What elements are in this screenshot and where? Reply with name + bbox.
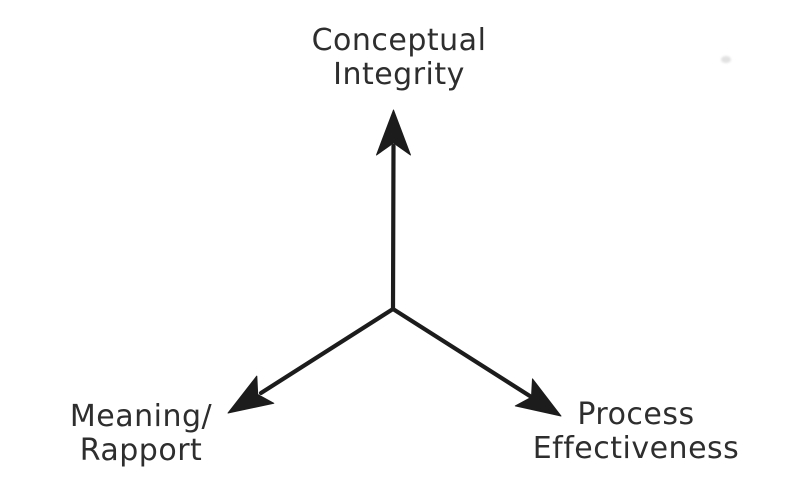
label-conceptual-integrity: Conceptual Integrity bbox=[312, 24, 487, 92]
axis-arrow-down-right-head bbox=[514, 378, 562, 417]
axis-arrow-up bbox=[376, 109, 411, 312]
axis-arrow-down-left bbox=[227, 306, 396, 414]
label-process-effectiveness: Process Effectiveness bbox=[533, 398, 740, 466]
label-meaning-rapport-line2: Rapport bbox=[79, 433, 203, 468]
axis-arrow-down-right bbox=[390, 306, 562, 417]
axis-arrow-up-shaft bbox=[390, 143, 396, 312]
label-meaning-rapport-line1: Meaning/ bbox=[69, 399, 213, 434]
label-meaning-rapport: Meaning/ Rapport bbox=[70, 400, 212, 468]
axis-arrow-down-right-shaft bbox=[390, 306, 536, 401]
label-process-effectiveness-line2: Effectiveness bbox=[532, 431, 740, 466]
scan-speck bbox=[721, 56, 731, 63]
axis-arrow-down-left-head bbox=[227, 375, 275, 414]
label-conceptual-integrity-line2: Integrity bbox=[333, 57, 465, 92]
label-process-effectiveness-line1: Process bbox=[577, 397, 695, 432]
axis-arrow-down-left-shaft bbox=[258, 306, 396, 396]
label-conceptual-integrity-line1: Conceptual bbox=[311, 23, 487, 58]
axis-arrow-up-head bbox=[376, 109, 411, 156]
